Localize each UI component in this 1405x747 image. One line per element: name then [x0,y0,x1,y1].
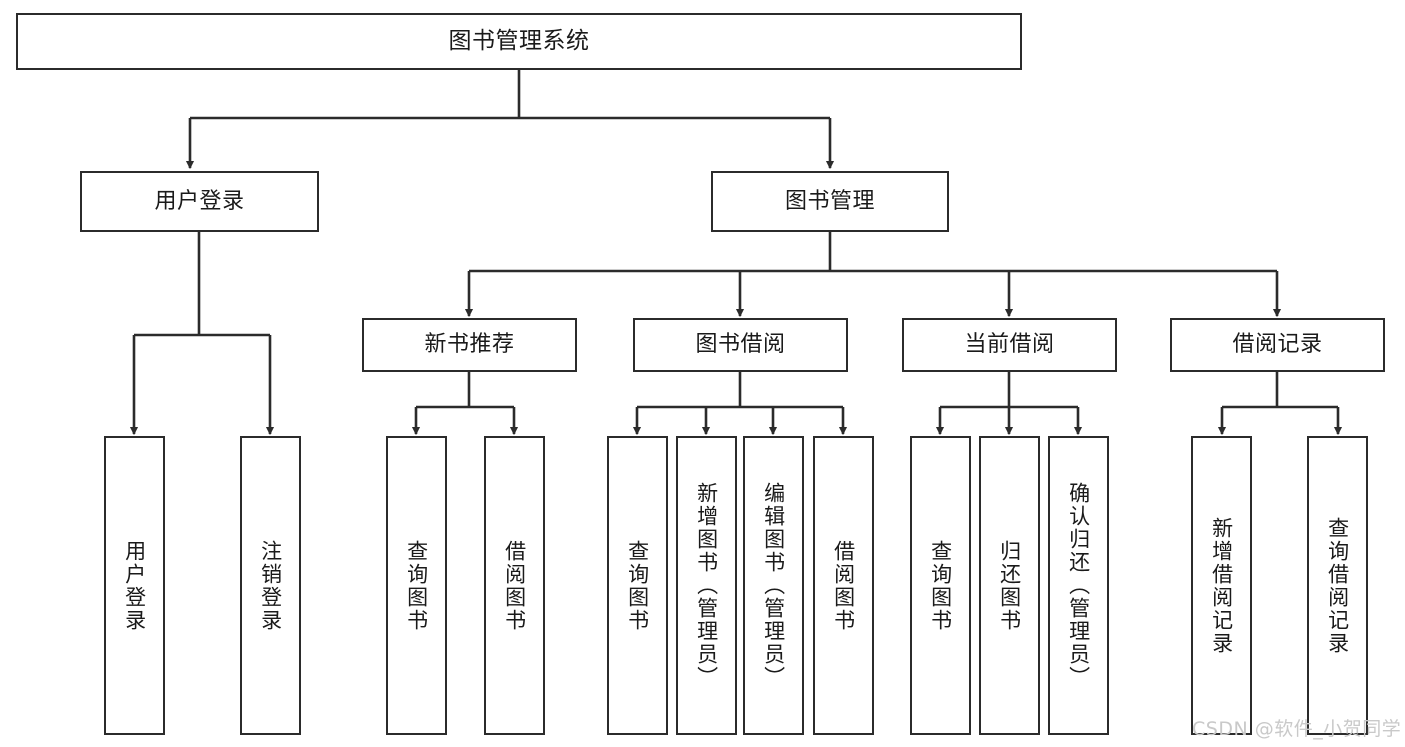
node-leaf-query-book-2[interactable]: 查询图书 [607,436,668,735]
node-leaf-add-book-label: 新增图书（管理员） [694,482,719,689]
node-user-login[interactable]: 用户登录 [80,171,319,232]
node-leaf-add-borrow-record[interactable]: 新增借阅记录 [1191,436,1252,735]
node-leaf-query-book-3-label: 查询图书 [928,539,953,632]
node-leaf-return-book-label: 归还图书 [997,539,1022,632]
node-leaf-add-book[interactable]: 新增图书（管理员） [676,436,737,735]
node-leaf-query-borrow-record[interactable]: 查询借阅记录 [1307,436,1368,735]
node-leaf-user-login[interactable]: 用户登录 [104,436,165,735]
node-book-borrow[interactable]: 图书借阅 [633,318,848,372]
node-leaf-query-borrow-record-label: 查询借阅记录 [1325,516,1350,655]
node-new-book-recommend-label: 新书推荐 [424,332,515,358]
node-leaf-borrow-book-2[interactable]: 借阅图书 [813,436,874,735]
node-leaf-logout-label: 注销登录 [258,539,283,632]
node-book-management-label: 图书管理 [784,188,875,214]
node-current-borrow[interactable]: 当前借阅 [902,318,1117,372]
node-leaf-query-book-3[interactable]: 查询图书 [910,436,971,735]
node-leaf-confirm-return[interactable]: 确认归还（管理员） [1048,436,1109,735]
node-new-book-recommend[interactable]: 新书推荐 [362,318,577,372]
node-leaf-confirm-return-label: 确认归还（管理员） [1066,482,1091,689]
node-leaf-borrow-book-1-label: 借阅图书 [502,539,527,632]
node-leaf-query-book-1[interactable]: 查询图书 [386,436,447,735]
node-leaf-query-book-2-label: 查询图书 [625,539,650,632]
node-leaf-user-login-label: 用户登录 [122,539,147,632]
node-leaf-borrow-book-1[interactable]: 借阅图书 [484,436,545,735]
node-book-management[interactable]: 图书管理 [711,171,949,232]
node-leaf-logout[interactable]: 注销登录 [240,436,301,735]
node-leaf-query-book-1-label: 查询图书 [404,539,429,632]
node-root-book-management-system[interactable]: 图书管理系统 [16,13,1022,70]
node-leaf-return-book[interactable]: 归还图书 [979,436,1040,735]
node-current-borrow-label: 当前借阅 [964,332,1055,358]
node-user-login-label: 用户登录 [154,188,245,214]
node-book-borrow-label: 图书借阅 [695,332,786,358]
node-root-label: 图书管理系统 [448,27,590,54]
node-leaf-edit-book[interactable]: 编辑图书（管理员） [743,436,804,735]
node-borrow-record-label: 借阅记录 [1232,332,1323,358]
node-leaf-add-borrow-record-label: 新增借阅记录 [1209,516,1234,655]
node-leaf-borrow-book-2-label: 借阅图书 [831,539,856,632]
node-borrow-record[interactable]: 借阅记录 [1170,318,1385,372]
node-leaf-edit-book-label: 编辑图书（管理员） [761,482,786,689]
